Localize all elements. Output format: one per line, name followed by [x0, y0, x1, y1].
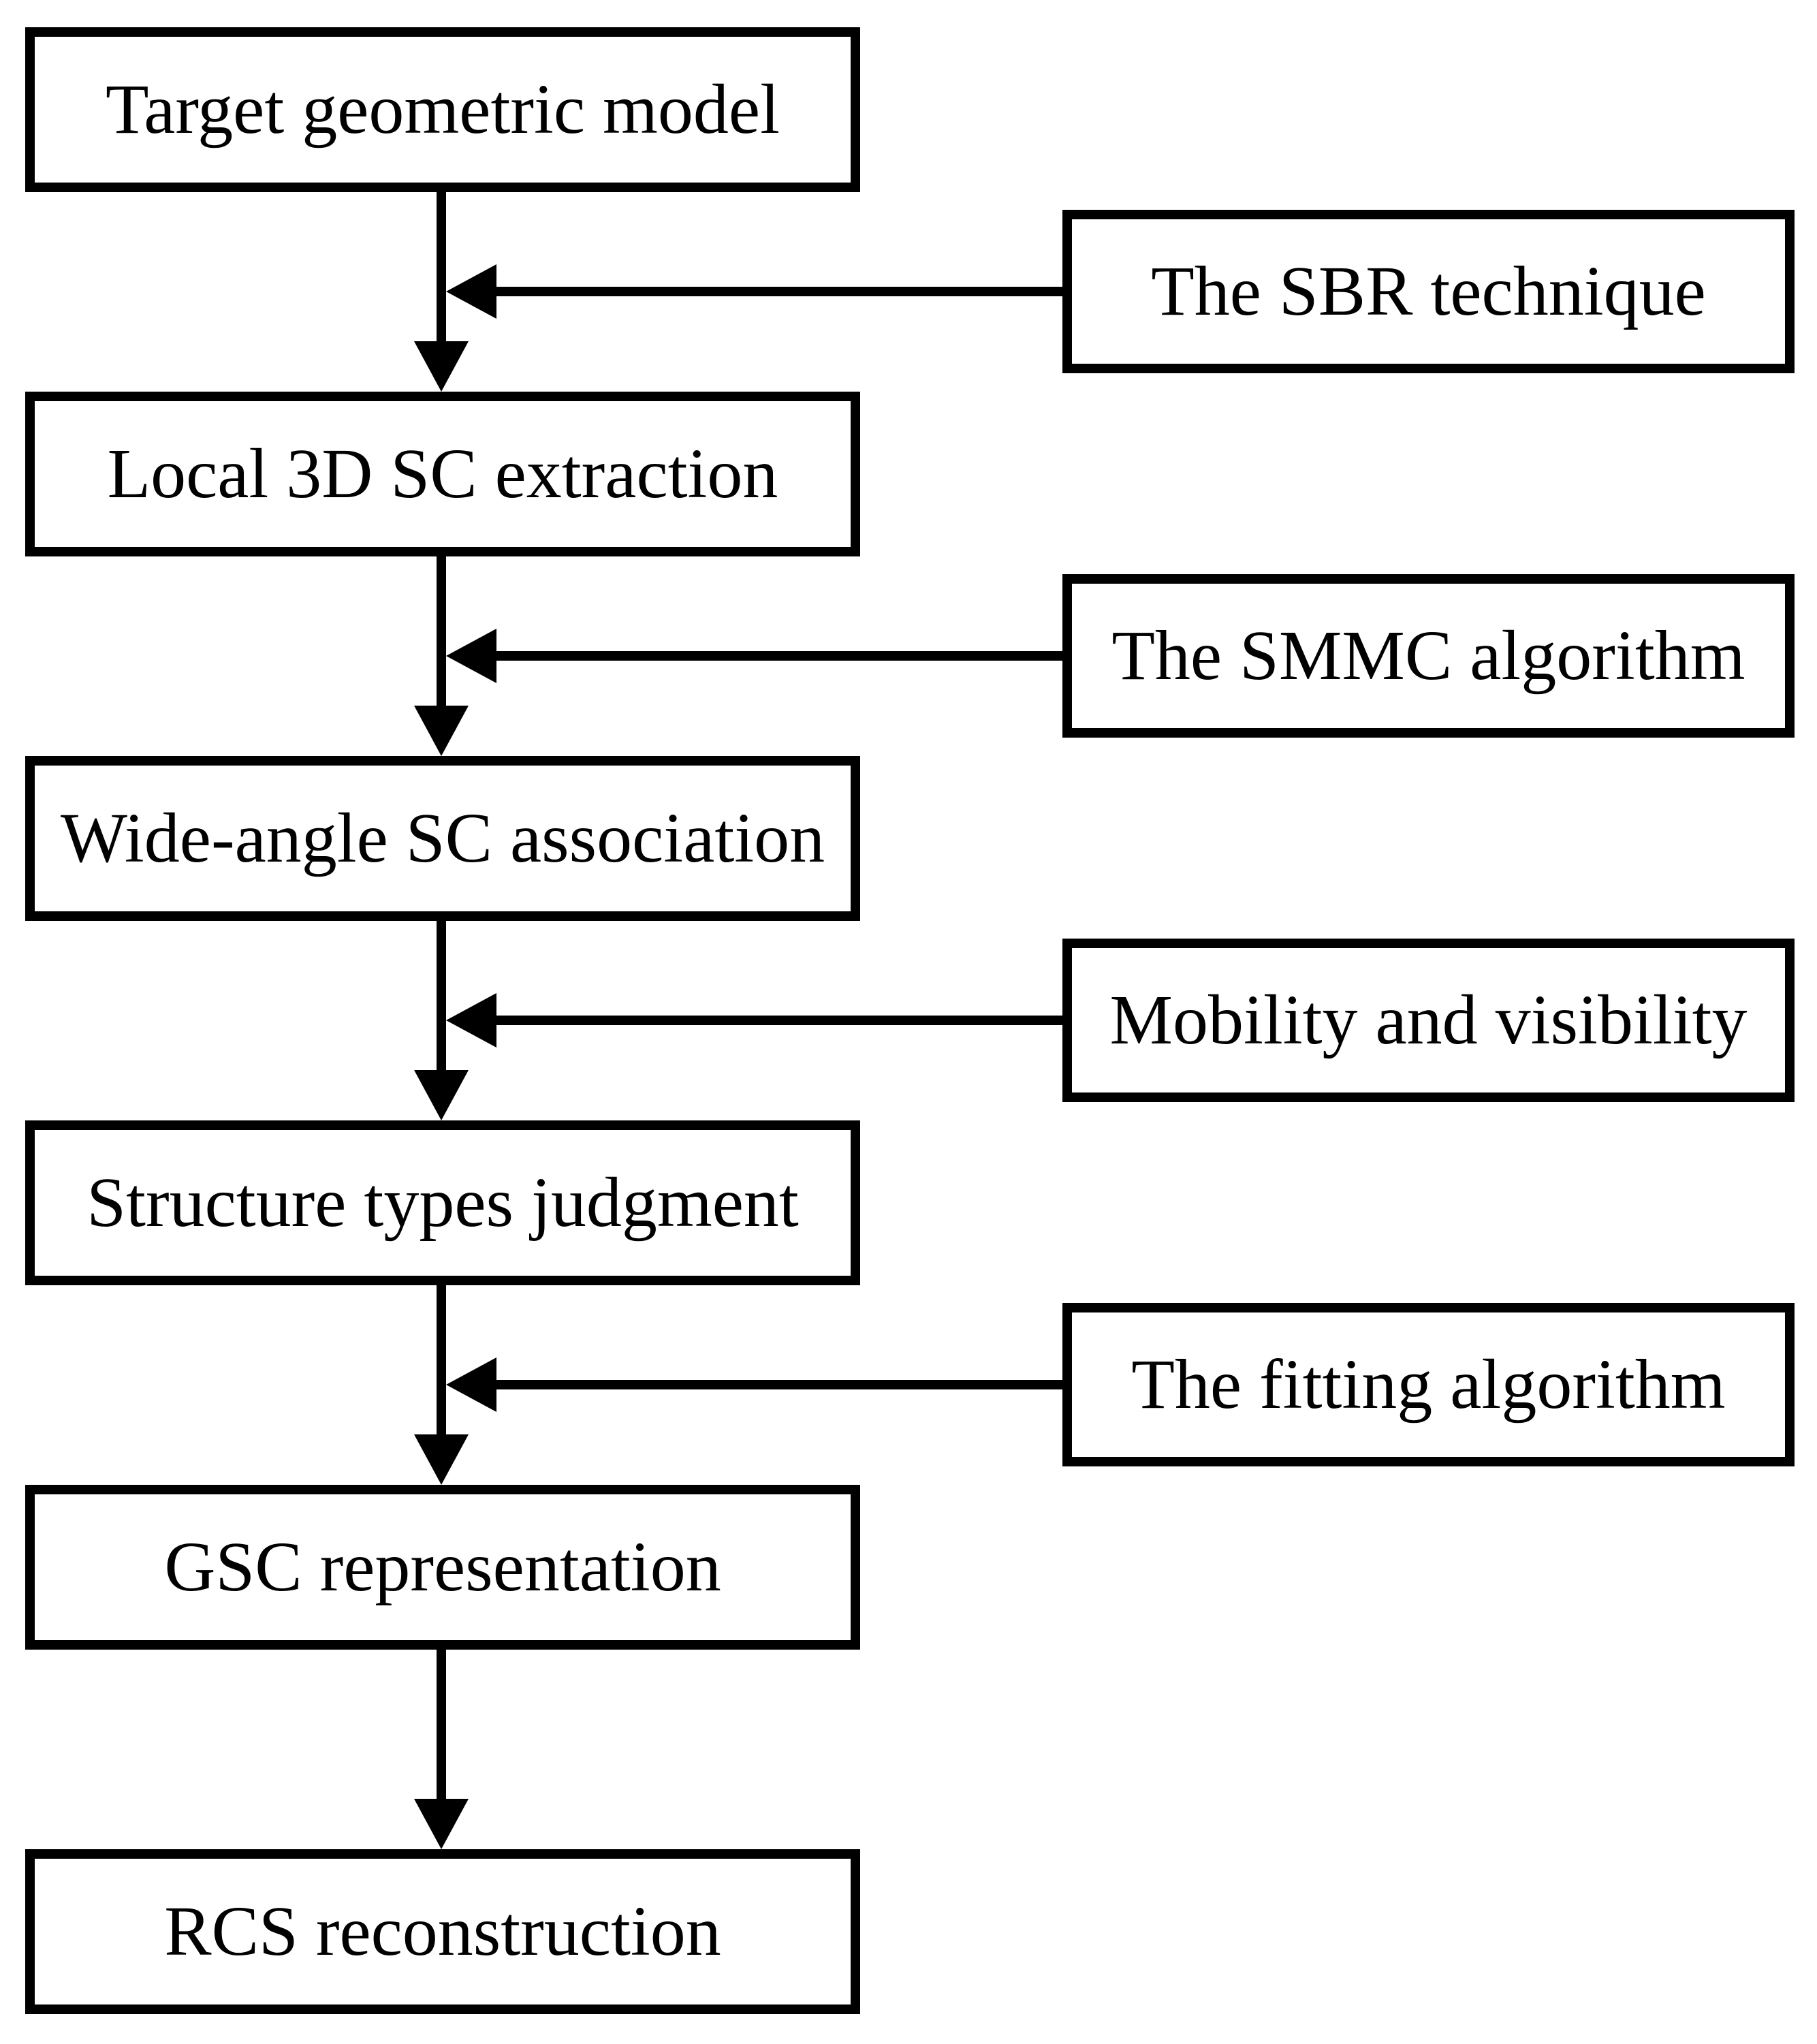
feeder-line-fitting — [496, 1380, 1062, 1389]
flow-line-4 — [437, 1284, 446, 1436]
feeder-line-sbr — [496, 287, 1062, 296]
arrow-left-icon-2 — [446, 629, 496, 683]
flow-line-5 — [437, 1648, 446, 1800]
node-label: Structure types judgment — [86, 1163, 799, 1242]
node-fitting-algorithm: The fitting algorithm — [1062, 1303, 1795, 1466]
node-label: GSC representation — [164, 1528, 721, 1606]
arrow-down-icon-5 — [414, 1799, 469, 1849]
node-smmc-algorithm: The SMMC algorithm — [1062, 574, 1795, 738]
node-mobility-and-visibility: Mobility and visibility — [1062, 939, 1795, 1102]
node-wide-angle-sc-association: Wide-angle SC association — [25, 756, 860, 921]
arrow-left-icon-1 — [446, 264, 496, 319]
node-label: RCS reconstruction — [164, 1892, 721, 1970]
arrow-left-icon-3 — [446, 993, 496, 1048]
node-label: The fitting algorithm — [1131, 1345, 1726, 1424]
node-structure-types-judgment: Structure types judgment — [25, 1120, 860, 1285]
arrow-down-icon-4 — [414, 1434, 469, 1485]
arrow-down-icon-2 — [414, 706, 469, 756]
feeder-line-mobility — [496, 1016, 1062, 1025]
node-label: Local 3D SC extraction — [107, 435, 778, 513]
node-target-geometric-model: Target geometric model — [25, 27, 860, 192]
node-label: Mobility and visibility — [1109, 981, 1748, 1059]
node-sbr-technique: The SBR technique — [1062, 210, 1795, 373]
node-local-3d-sc-extraction: Local 3D SC extraction — [25, 392, 860, 556]
feeder-line-smmc — [496, 651, 1062, 661]
node-label: Wide-angle SC association — [60, 799, 825, 877]
node-label: The SBR technique — [1151, 252, 1706, 330]
arrow-left-icon-4 — [446, 1357, 496, 1412]
flow-line-2 — [437, 555, 446, 707]
flow-line-1 — [437, 191, 446, 343]
arrow-down-icon-3 — [414, 1070, 469, 1120]
node-gsc-representation: GSC representation — [25, 1485, 860, 1650]
flow-line-3 — [437, 919, 446, 1071]
node-label: Target geometric model — [106, 70, 780, 148]
node-rcs-reconstruction: RCS reconstruction — [25, 1849, 860, 2014]
node-label: The SMMC algorithm — [1111, 616, 1745, 695]
arrow-down-icon-1 — [414, 341, 469, 392]
